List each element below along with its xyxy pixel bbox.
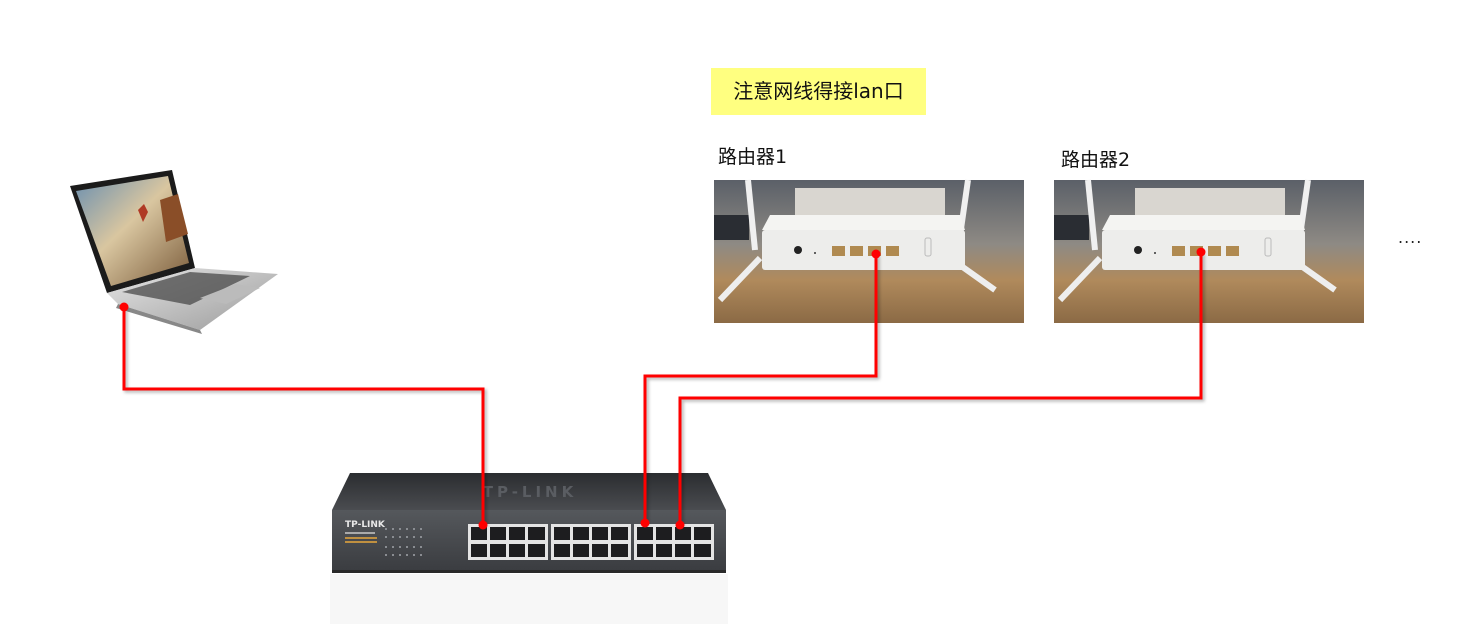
cables bbox=[122, 252, 1203, 525]
switch-image: TP-LINK TP-LINK bbox=[330, 473, 728, 624]
cable-endpoints bbox=[119, 247, 1206, 530]
router2-label: 路由器2 bbox=[1061, 149, 1131, 171]
laptop-port-dot bbox=[119, 302, 129, 312]
more-routers-ellipsis: .... bbox=[1398, 228, 1423, 247]
cable-router2-to-switch bbox=[678, 252, 1203, 525]
switch-port-panel bbox=[468, 524, 714, 560]
router1-image bbox=[714, 179, 1024, 323]
lan-port-note: 注意网线得接lan口 bbox=[711, 68, 926, 115]
router2-lan-dot bbox=[1196, 247, 1206, 257]
switch-port-dot-2 bbox=[640, 518, 650, 528]
svg-text:TP-LINK: TP-LINK bbox=[345, 520, 386, 530]
laptop-image bbox=[70, 170, 278, 334]
switch-port-dot-1 bbox=[478, 520, 488, 530]
router2-image bbox=[1054, 179, 1364, 323]
cable-laptop-to-switch bbox=[122, 307, 485, 525]
router1-lan-dot bbox=[871, 249, 881, 259]
cable-router1-to-switch bbox=[643, 254, 878, 523]
switch-port-dot-3 bbox=[675, 520, 685, 530]
svg-text:TP-LINK: TP-LINK bbox=[483, 483, 578, 501]
router1-label: 路由器1 bbox=[718, 146, 788, 168]
